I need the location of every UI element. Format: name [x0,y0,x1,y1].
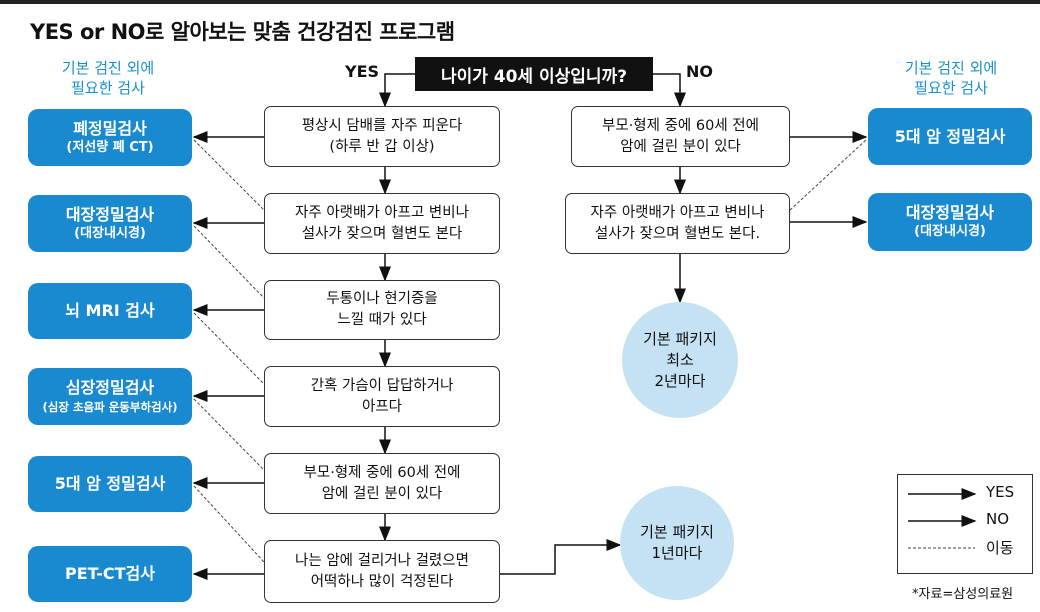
package-2yr-line3: 2년마다 [654,371,706,390]
question-right-family-cancer: 부모·형제 중에 60세 전에 암에 걸린 분이 있다 [571,106,790,167]
package-2yr-line2: 최소 [666,350,694,369]
question-family-cancer-line2: 암에 걸린 분이 있다 [321,485,443,502]
question-smoking-line2: (하루 반 갑 이상) [329,138,435,155]
exam-five-cancer-left-title: 5대 암 정밀검사 [54,474,166,493]
legend-no-label: NO [986,510,1010,528]
left-side-header: 기본 검진 외에 필요한 검사 [33,58,183,98]
question-cancer-worry-line2: 어떡하나 많이 걱정된다 [310,573,454,590]
exam-pet-ct-title: PET-CT검사 [65,564,155,583]
question-smoking-line1: 평상시 담배를 자주 피운다 [301,117,463,134]
start-yes-label: YES [345,62,380,81]
right-side-header-line2: 필요한 검사 [914,79,988,97]
package-1yr-line1: 기본 패키지 [640,523,714,541]
page-title: YES or NO로 알아보는 맞춤 건강검진 프로그램 [30,20,455,44]
exam-colon-left: 대장정밀검사 (대장내시경) [28,195,192,252]
right-side-header-line1: 기본 검진 외에 [904,59,998,77]
question-bowel-line2: 설사가 잦으며 혈변도 본다 [301,225,463,242]
question-right-bowel: 자주 아랫배가 아프고 변비나 설사가 잦으며 혈변도 본다. [565,193,790,254]
question-headache: 두통이나 현기증을 느낄 때가 있다 [264,280,500,340]
question-right-family-cancer-line2: 암에 걸린 분이 있다 [620,138,741,155]
question-bowel-line1: 자주 아랫배가 아프고 변비나 [295,204,469,221]
question-chest-line1: 간혹 가슴이 답답하거나 [310,377,454,394]
question-chest-line2: 아프다 [361,398,403,415]
exam-lung-title: 폐정밀검사 [73,118,147,138]
question-right-family-cancer-line1: 부모·형제 중에 60세 전에 [602,117,759,134]
exam-heart-title: 심장정밀검사 [65,377,155,397]
start-no-label: NO [686,62,713,81]
question-family-cancer-line1: 부모·형제 중에 60세 전에 [303,464,461,481]
exam-colon-right-detail: (대장내시경) [914,224,986,239]
left-side-header-line1: 기본 검진 외에 [61,59,155,77]
exam-pet-ct: PET-CT검사 [28,546,192,602]
question-cancer-worry-line1: 나는 암에 걸리거나 걸렸으면 [295,552,469,569]
question-headache-line2: 느낄 때가 있다 [337,312,427,328]
exam-brain-mri: 뇌 MRI 검사 [28,283,192,339]
exam-five-cancer-left: 5대 암 정밀검사 [28,456,192,512]
left-side-header-line2: 필요한 검사 [71,79,145,97]
question-family-cancer: 부모·형제 중에 60세 전에 암에 걸린 분이 있다 [264,453,500,514]
package-1yr-line2: 1년마다 [651,544,703,562]
exam-heart: 심장정밀검사 (심장 초음파 운동부하검사) [28,368,192,425]
package-every-2-years: 기본 패키지 최소 2년마다 [622,302,738,418]
source-note: *자료=삼성의료원 [912,587,1014,602]
right-side-header: 기본 검진 외에 필요한 검사 [876,58,1026,98]
top-rule [0,0,1040,4]
legend-yes-label: YES [986,483,1015,501]
exam-colon-left-title: 대장정밀검사 [65,204,155,224]
question-chest: 간혹 가슴이 답답하거나 아프다 [264,366,500,427]
question-cancer-worry: 나는 암에 걸리거나 걸렸으면 어떡하나 많이 걱정된다 [264,540,500,603]
question-right-bowel-line1: 자주 아랫배가 아프고 변비나 [590,204,765,221]
question-headache-line1: 두통이나 현기증을 [326,291,438,307]
exam-colon-right-title: 대장정밀검사 [905,203,995,222]
exam-brain-mri-title: 뇌 MRI 검사 [65,301,155,320]
exam-heart-detail: (심장 초음파 운동부하검사) [42,399,178,414]
package-every-year: 기본 패키지 1년마다 [620,486,734,600]
start-question: 나이가 40세 이상입니까? [415,57,653,91]
question-right-bowel-line2: 설사가 잦으며 혈변도 본다. [594,225,761,242]
exam-colon-left-detail: (대장내시경) [74,225,146,241]
exam-lung-detail: (저선량 폐 CT) [66,139,154,155]
package-2yr-line1: 기본 패키지 [643,329,717,348]
legend-move-label: 이동 [986,539,1014,557]
exam-lung: 폐정밀검사 (저선량 폐 CT) [28,109,192,166]
exam-colon-right: 대장정밀검사 (대장내시경) [868,193,1032,251]
legend: YES NO 이동 [897,474,1033,574]
question-bowel: 자주 아랫배가 아프고 변비나 설사가 잦으며 혈변도 본다 [264,193,500,254]
exam-five-cancer-right-title: 5대 암 정밀검사 [894,126,1006,146]
question-smoking: 평상시 담배를 자주 피운다 (하루 반 갑 이상) [264,106,500,167]
exam-five-cancer-right: 5대 암 정밀검사 [868,108,1032,165]
